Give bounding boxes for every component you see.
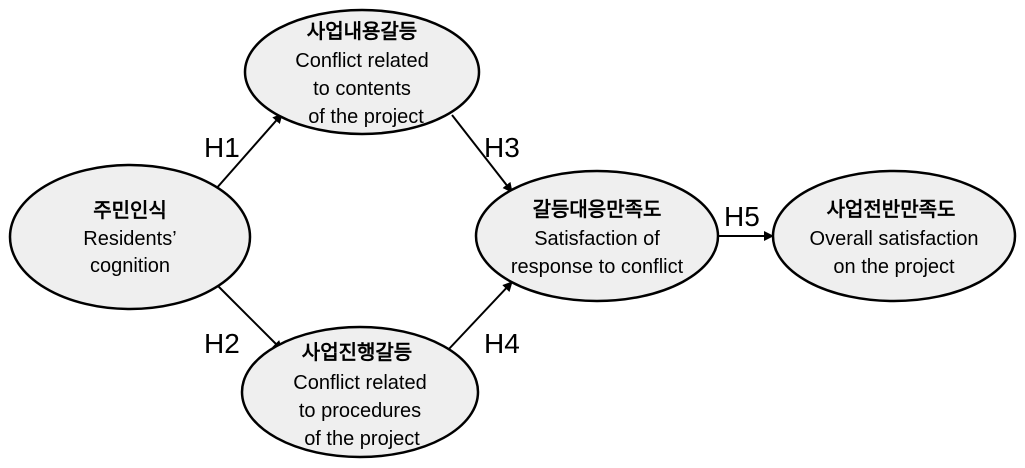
edge-h3 xyxy=(451,114,513,193)
node-title: 주민인식 xyxy=(93,198,167,222)
node-text-line: Conflict related xyxy=(295,50,428,72)
node-text-line: to procedures xyxy=(299,400,421,422)
node-text-line: of the project xyxy=(304,428,420,450)
label-h2: H2 xyxy=(204,328,240,359)
node-title: 사업전반만족도 xyxy=(827,197,956,221)
node-overall-satisfaction: 사업전반만족도 Overall satisfaction on the proj… xyxy=(771,169,1017,303)
edge-h2 xyxy=(214,282,283,351)
node-conflict-contents: 사업내용갈등 Conflict related to contents of t… xyxy=(243,8,481,136)
node-text-line: response to conflict xyxy=(511,256,684,278)
edge-h4 xyxy=(447,281,513,351)
node-text-line: on the project xyxy=(833,256,955,278)
node-conflict-procedures: 사업진행갈등 Conflict related to procedures of… xyxy=(240,325,480,459)
node-response-satisfaction: 갈등대응만족도 Satisfaction of response to conf… xyxy=(474,169,720,303)
node-text-line: Overall satisfaction xyxy=(810,228,979,250)
node-text-line: Satisfaction of xyxy=(534,228,660,250)
node-title: 사업내용갈등 xyxy=(307,19,417,43)
node-residents-cognition: 주민인식 Residents’ cognition xyxy=(8,163,252,311)
label-h4: H4 xyxy=(484,328,520,359)
label-h3: H3 xyxy=(484,132,520,163)
node-text-line: Conflict related xyxy=(293,372,426,394)
edge-h1 xyxy=(214,113,283,191)
node-title: 갈등대응만족도 xyxy=(533,197,662,221)
label-h1: H1 xyxy=(204,132,240,163)
node-text-line: cognition xyxy=(90,255,170,277)
node-text-line: Residents’ xyxy=(83,228,176,250)
node-text-line: to contents xyxy=(313,78,411,100)
label-h5: H5 xyxy=(724,201,760,232)
node-title: 사업진행갈등 xyxy=(302,340,412,364)
node-text-line: of the project xyxy=(308,106,424,128)
